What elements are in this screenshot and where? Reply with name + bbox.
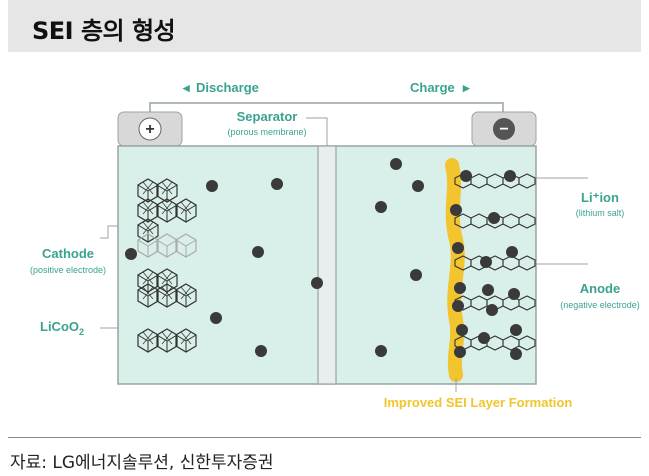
anode-label: Anode: [580, 281, 620, 296]
charge-arrow-icon: ▸: [462, 80, 471, 95]
li-ion-sublabel: (lithium salt): [576, 208, 625, 218]
minus-icon: [493, 118, 515, 140]
discharge-label: Discharge: [196, 80, 259, 95]
page-title: SEI 층의 형성: [32, 17, 176, 45]
sei-label: Improved SEI Layer Formation: [384, 395, 573, 410]
source-note: 자료: LG에너지솔루션, 신한투자증권: [10, 453, 274, 473]
svg-text:+: +: [145, 121, 154, 138]
li-ion-label: Li⁺ion: [581, 190, 619, 205]
li-ion-dot-icon: [125, 158, 522, 360]
separator-sublabel: (porous membrane): [227, 127, 306, 137]
plus-icon: [138, 117, 162, 141]
separator-label: Separator: [237, 109, 298, 124]
separator: [317, 145, 337, 385]
title-bar: SEI 층의 형성: [8, 0, 641, 52]
cathode-sublabel: (positive electrode): [30, 265, 106, 275]
discharge-arrow-icon: ◂: [182, 80, 190, 95]
svg-text:−: −: [499, 121, 508, 138]
external-wire: [149, 102, 504, 112]
sei-layer: [445, 158, 465, 382]
cathode-label: Cathode: [42, 246, 94, 261]
licoo2-label: LiCoO2: [40, 319, 84, 337]
divider: [8, 437, 641, 438]
charge-label: Charge: [410, 80, 455, 95]
anode-sublabel: (negative electrode): [560, 300, 640, 310]
